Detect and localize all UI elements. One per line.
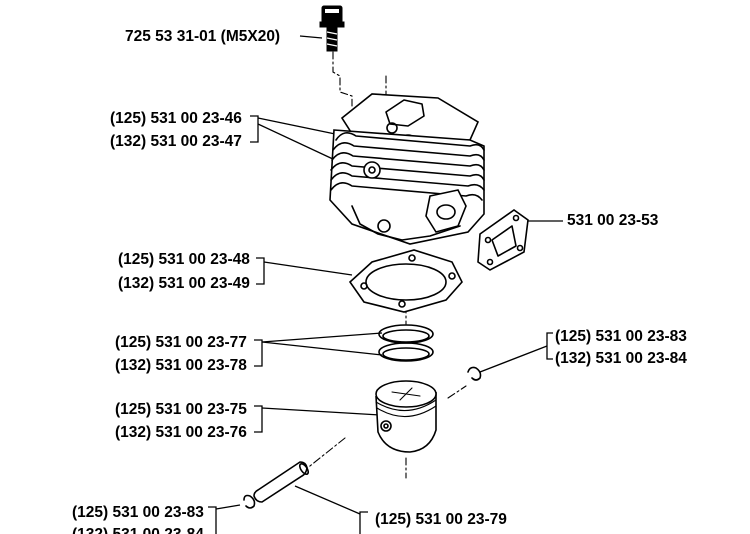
label-rings-132: (132) 531 00 23-78 xyxy=(115,357,247,374)
label-rings-125: (125) 531 00 23-77 xyxy=(115,334,247,351)
cylinder xyxy=(329,93,485,245)
label-circlip-right-132: (132) 531 00 23-84 xyxy=(555,350,687,367)
label-base-gasket-125: (125) 531 00 23-48 xyxy=(118,251,250,268)
label-circlip-left-125: (125) 531 00 23-83 xyxy=(72,504,204,521)
circlip-left xyxy=(243,494,256,509)
label-circlip-right-125: (125) 531 00 23-83 xyxy=(555,328,687,345)
piston-pin xyxy=(253,461,310,503)
label-piston-pin-125: (125) 531 00 23-79 xyxy=(375,511,507,528)
label-piston-132: (132) 531 00 23-76 xyxy=(115,424,247,441)
piston-rings xyxy=(378,324,434,362)
screw xyxy=(319,5,345,52)
leader-lines xyxy=(208,35,563,534)
label-exhaust-gasket: 531 00 23-53 xyxy=(567,212,659,229)
label-base-gasket-132: (132) 531 00 23-49 xyxy=(118,275,250,292)
piston xyxy=(375,380,437,453)
label-piston-125: (125) 531 00 23-75 xyxy=(115,401,247,418)
label-circlip-left-132: (132) 531 00 23-84 xyxy=(72,526,204,534)
circlip-right xyxy=(467,366,482,381)
base-gasket xyxy=(348,249,463,313)
label-screw: 725 53 31-01 (M5X20) xyxy=(125,28,280,45)
label-cylinder-125: (125) 531 00 23-46 xyxy=(110,110,242,127)
exhaust-gasket xyxy=(477,209,529,271)
label-cylinder-132: (132) 531 00 23-47 xyxy=(110,133,242,150)
